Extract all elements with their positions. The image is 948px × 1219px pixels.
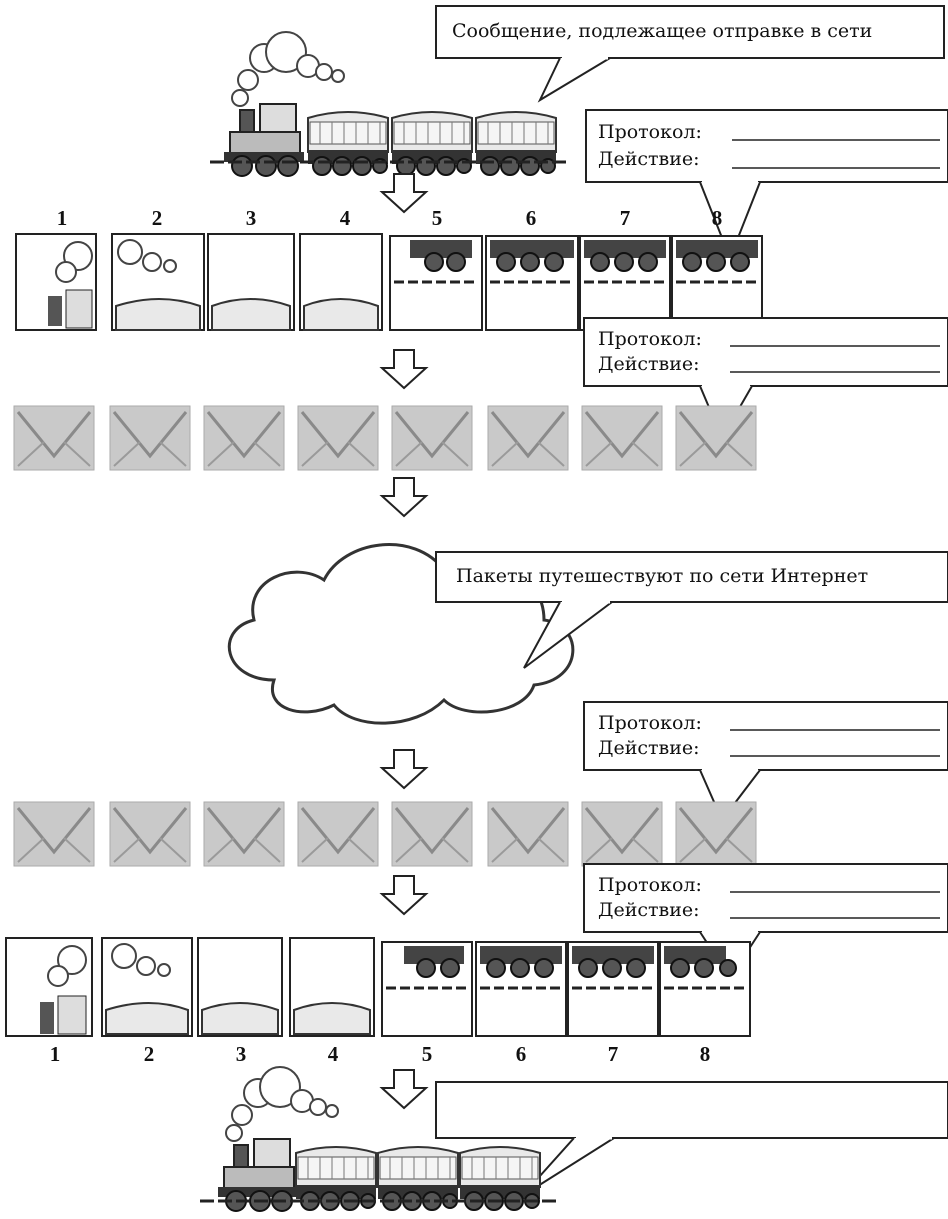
arrow-down-icon: [381, 1069, 427, 1109]
fragment-number: 2: [143, 1042, 155, 1066]
protocol-box-2: [583, 317, 948, 441]
fragment-number: 1: [49, 1042, 61, 1066]
arrow-down-icon: [381, 749, 427, 789]
fragment-number: 8: [711, 206, 723, 230]
fragment-number: 1: [56, 206, 68, 230]
arrow-down-icon: [381, 477, 427, 517]
protocol-box-1: [585, 109, 948, 261]
internet-callout: [435, 551, 948, 669]
action-label: Действие:: [598, 353, 700, 375]
top-fragments: [15, 233, 763, 331]
protocol-label: Протокол:: [598, 874, 702, 896]
fragment-number: 7: [607, 1042, 619, 1066]
fragment-number: 8: [699, 1042, 711, 1066]
action-label: Действие:: [598, 737, 700, 759]
fragment-number: 5: [421, 1042, 433, 1066]
arrow-down-icon: [381, 875, 427, 915]
action-label: Действие:: [598, 899, 700, 921]
fragment-number: 6: [515, 1042, 527, 1066]
arrow-down-icon: [381, 349, 427, 389]
fragment-number: 6: [525, 206, 537, 230]
fragment-number: 7: [619, 206, 631, 230]
arrow-down-icon: [381, 173, 427, 213]
protocol-box-3: [583, 701, 948, 822]
message-callout-text: Сообщение, подлежащее отправке в сети: [452, 20, 873, 42]
fragment-number: 2: [151, 206, 163, 230]
internet-callout-text: Пакеты путешествуют по сети Интернет: [456, 565, 869, 587]
protocol-label: Протокол:: [598, 328, 702, 350]
fragment-number: 3: [235, 1042, 247, 1066]
action-label: Действие:: [598, 148, 700, 170]
envelope-row-2: [12, 800, 758, 868]
protocol-label: Протокол:: [598, 712, 702, 734]
bottom-fragments: [5, 937, 751, 1037]
envelope-row-1: [12, 404, 758, 472]
fragment-number: 4: [327, 1042, 339, 1066]
final-callout: [435, 1081, 948, 1197]
message-callout: [435, 5, 945, 103]
fragment-number: 3: [245, 206, 257, 230]
fragment-number: 4: [339, 206, 351, 230]
fragment-number: 5: [431, 206, 443, 230]
protocol-label: Протокол:: [598, 121, 702, 143]
